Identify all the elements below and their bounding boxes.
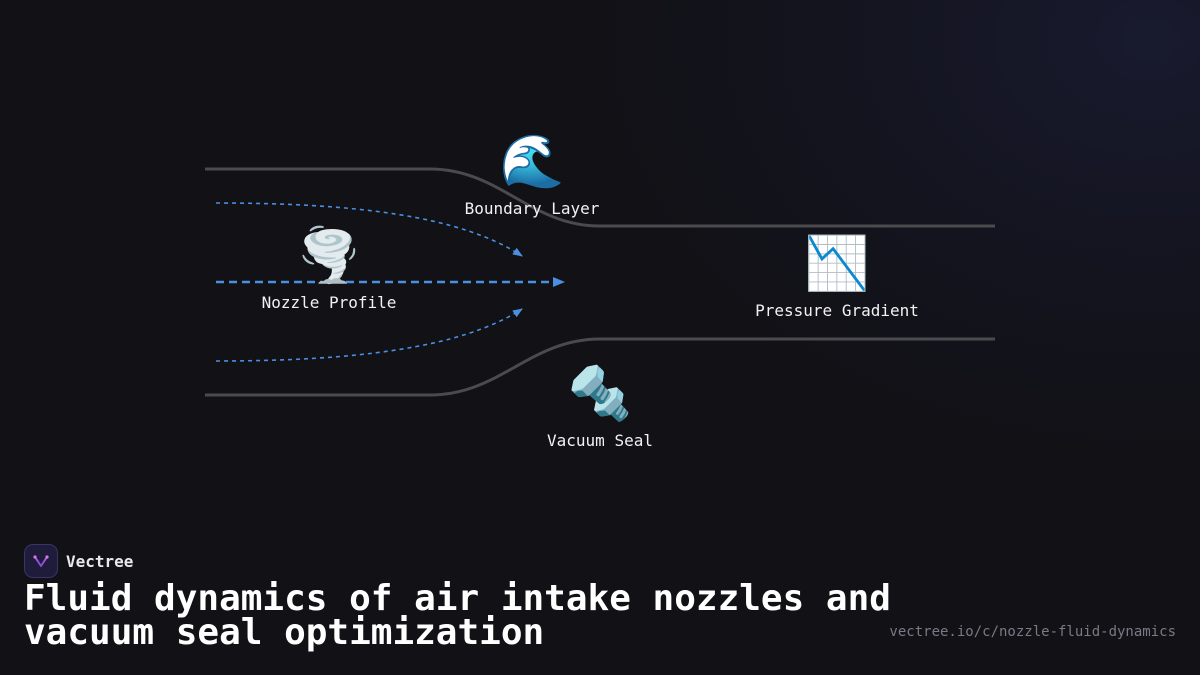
water-wave-icon: 🌊: [499, 132, 565, 192]
node-pressure-gradient: 📉 Pressure Gradient: [755, 233, 919, 320]
nozzle-upper-wall: [205, 167, 995, 228]
nut-and-bolt-icon: 🔩: [567, 364, 633, 424]
vectree-logo-icon: [24, 544, 58, 578]
node-vacuum-seal: 🔩 Vacuum Seal: [547, 363, 653, 450]
tornado-icon: 🌪️: [296, 226, 362, 286]
flow-line-upper: [215, 202, 523, 257]
page-title: Fluid dynamics of air intake nozzles and…: [24, 578, 891, 653]
pressure-gradient-label: Pressure Gradient: [755, 301, 919, 320]
node-nozzle-profile: 🌪️ Nozzle Profile: [262, 225, 397, 312]
nozzle-lower-wall: [205, 337, 995, 397]
chart-decreasing-icon: 📉: [804, 234, 870, 294]
node-boundary-layer: 🌊 Boundary Layer: [465, 131, 600, 218]
vacuum-seal-label: Vacuum Seal: [547, 431, 653, 450]
brand-name: Vectree: [66, 551, 134, 571]
page-url[interactable]: vectree.io/c/nozzle-fluid-dynamics: [889, 624, 1176, 640]
brand[interactable]: Vectree: [24, 544, 133, 578]
flow-line-lower: [215, 308, 523, 362]
boundary-layer-label: Boundary Layer: [464, 199, 600, 218]
nozzle-profile-label: Nozzle Profile: [261, 293, 397, 312]
